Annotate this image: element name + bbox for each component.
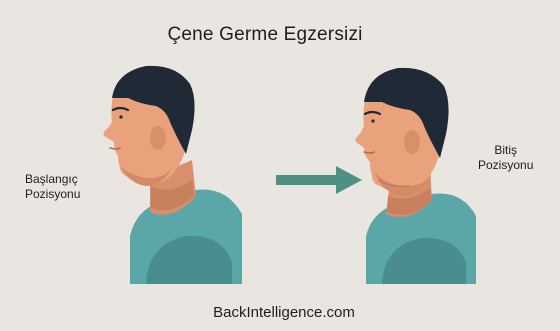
start-position-label: Başlangıç Pozisyonu [25, 172, 80, 202]
end-ear [404, 130, 420, 154]
end-position-label: Bitiş Pozisyonu [478, 143, 533, 173]
source-footer: BackIntelligence.com [0, 304, 560, 321]
end-label-line1: Bitiş [478, 143, 533, 158]
start-label-line2: Pozisyonu [25, 187, 80, 202]
start-label-line1: Başlangıç [25, 172, 80, 187]
start-ear [150, 126, 166, 150]
end-label-line2: Pozisyonu [478, 158, 533, 173]
progress-arrow [276, 166, 362, 194]
start-eye [119, 115, 122, 118]
start-position-figure [104, 66, 243, 284]
end-eye [371, 119, 374, 122]
end-position-figure [356, 68, 477, 284]
